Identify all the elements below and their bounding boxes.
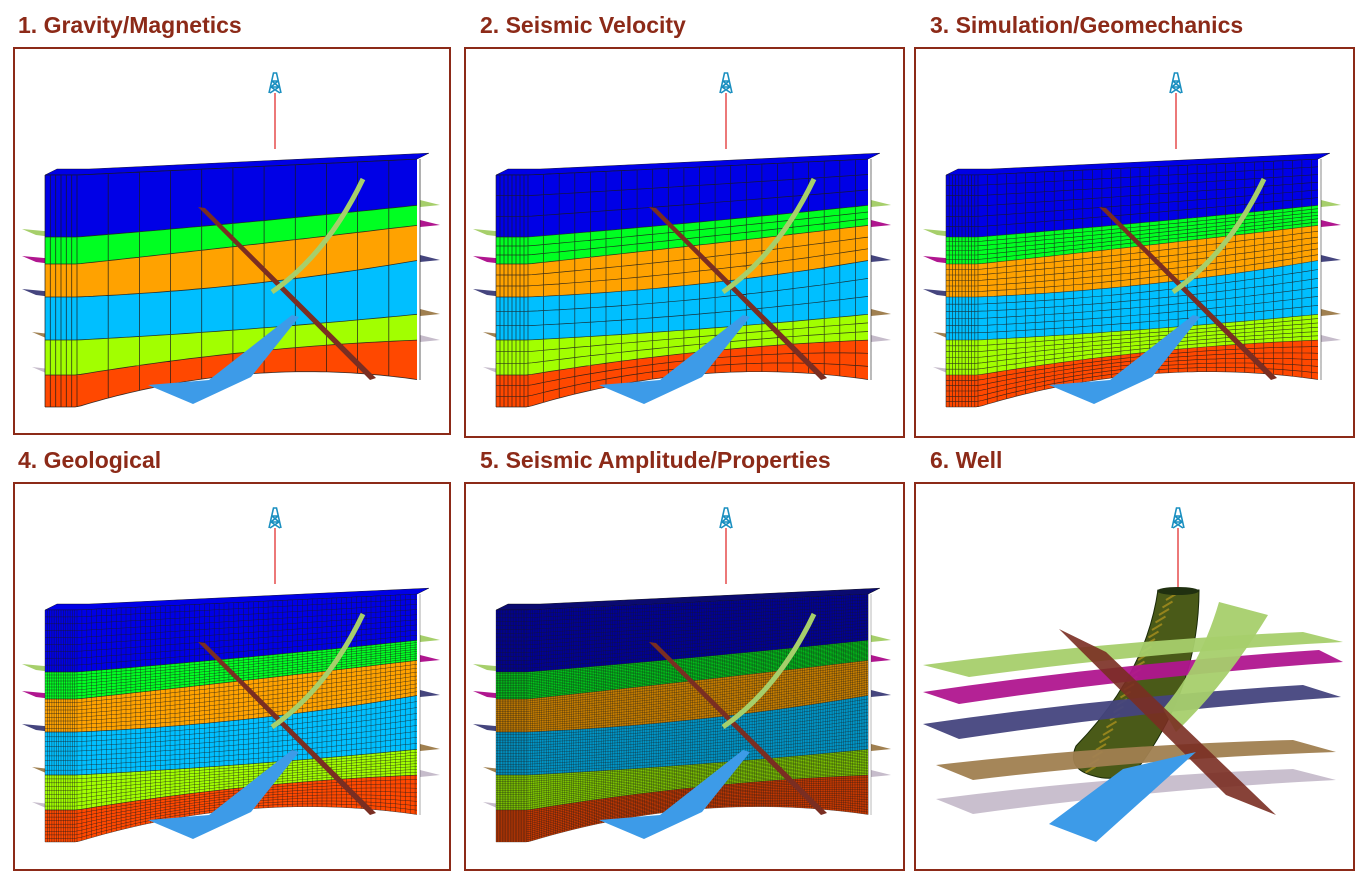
model-grid-lines: [44, 593, 421, 843]
fault-brown: [1099, 207, 1277, 380]
panel-seismic-amplitude: [464, 482, 905, 871]
well-view: [923, 507, 1343, 842]
fault-green: [721, 177, 817, 295]
horizon-surface-right: [420, 335, 440, 342]
horizon-surface-right: [871, 309, 891, 316]
panel-title-6: 6. Well: [930, 447, 1003, 473]
horizon-surface-right: [420, 690, 440, 697]
horizon-surface-right: [871, 335, 891, 342]
horizon-surface-4: [936, 740, 1336, 780]
panel-geological: [13, 482, 451, 871]
horizon-surface-3: [923, 685, 1341, 739]
panel-title-1: 1. Gravity/Magnetics: [18, 12, 242, 38]
fault-blue: [1049, 315, 1200, 404]
panel-well: [914, 482, 1355, 871]
layer-1: [45, 159, 417, 237]
panel-title-3: 3. Simulation/Geomechanics: [930, 12, 1244, 38]
horizon-surface-right: [1321, 255, 1341, 262]
horizon-surface-right: [420, 200, 440, 207]
model-view: [923, 72, 1341, 408]
derrick-icon: [268, 507, 282, 529]
well-bore-top: [1157, 587, 1199, 595]
layer-1: [496, 159, 868, 237]
derrick-icon: [719, 72, 733, 94]
model-grid-lines: [945, 158, 1322, 408]
derrick-icon: [268, 72, 282, 94]
model-view: [22, 507, 440, 843]
fault-brown: [649, 207, 827, 380]
horizon-surface-right: [1321, 335, 1341, 342]
fault-green: [270, 612, 366, 730]
horizon-surface-right: [420, 309, 440, 316]
panel-title-5: 5. Seismic Amplitude/Properties: [480, 447, 831, 473]
fault-green: [1171, 177, 1267, 295]
derrick-icon: [1169, 72, 1183, 94]
horizon-surface-right: [871, 220, 891, 227]
model-view: [473, 72, 891, 408]
fault-green-surface: [1163, 602, 1268, 732]
fault-green: [270, 177, 366, 295]
model-view: [473, 507, 891, 843]
horizon-surface-right: [871, 690, 891, 697]
panel-simulation-geomechanics: [914, 47, 1355, 438]
layer-4: [45, 695, 417, 775]
horizon-surface-right: [1321, 200, 1341, 207]
fault-blue: [599, 315, 750, 404]
derrick-icon: [719, 507, 733, 529]
fault-blue: [599, 750, 750, 839]
horizon-surface-right: [871, 255, 891, 262]
layer-4: [496, 260, 868, 340]
horizon-surface-right: [420, 655, 440, 662]
fault-brown-surface: [1059, 629, 1276, 815]
horizon-surface-right: [420, 744, 440, 751]
fault-brown: [198, 642, 376, 815]
fault-brown: [649, 642, 827, 815]
layer-4: [946, 260, 1318, 340]
horizon-surface-2: [923, 650, 1343, 704]
horizon-surface-right: [420, 220, 440, 227]
horizon-surface-right: [871, 200, 891, 207]
layer-1: [946, 159, 1318, 237]
horizon-surface-right: [420, 770, 440, 777]
horizon-surface-right: [871, 655, 891, 662]
horizon-surface-right: [871, 770, 891, 777]
panel-title-2: 2. Seismic Velocity: [480, 12, 686, 38]
fault-blue-surface: [1049, 752, 1196, 842]
fault-blue: [148, 750, 299, 839]
fault-brown: [198, 207, 376, 380]
horizon-surface-right: [871, 635, 891, 642]
horizon-surface-right: [1321, 309, 1341, 316]
horizon-surface-right: [871, 744, 891, 751]
panel-gravity-magnetics: [13, 47, 451, 435]
layer-4: [45, 260, 417, 340]
derrick-icon: [1171, 507, 1185, 529]
panel-title-4: 4. Geological: [18, 447, 162, 473]
horizon-surface-right: [1321, 220, 1341, 227]
panel-seismic-velocity: [464, 47, 905, 438]
horizon-surface-right: [420, 635, 440, 642]
fault-blue: [148, 315, 299, 404]
model-view: [22, 72, 440, 408]
model-grid-lines: [495, 593, 872, 843]
horizon-surface-right: [420, 255, 440, 262]
fault-green: [721, 612, 817, 730]
